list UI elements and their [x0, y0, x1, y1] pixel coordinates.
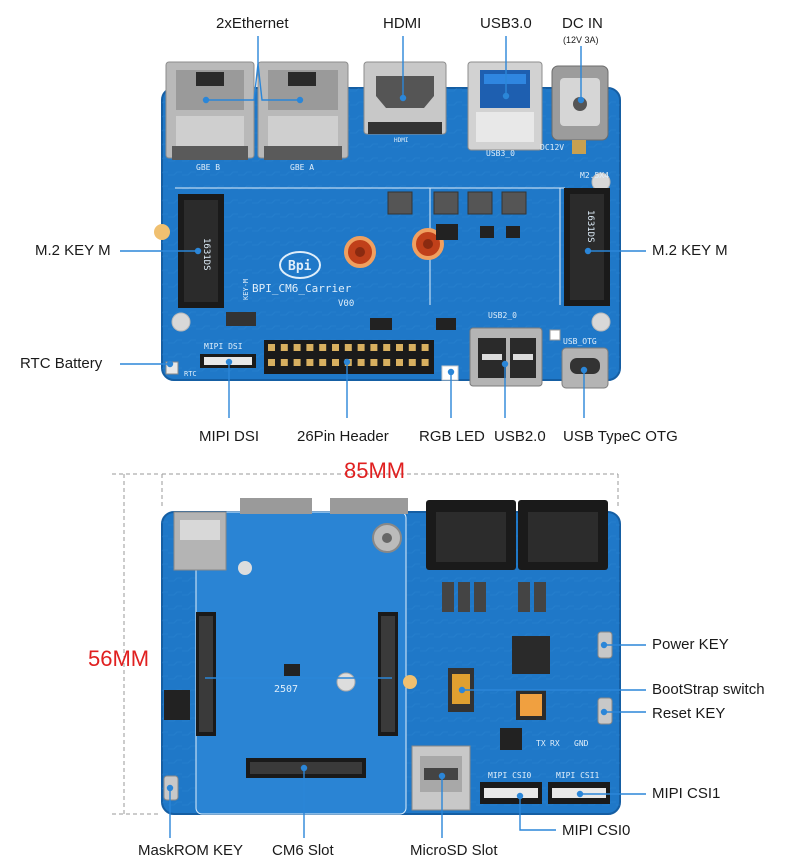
header-pin	[357, 359, 365, 366]
silk-usb2-0: USB2_0	[488, 311, 517, 320]
label-rtc-battery: RTC Battery	[20, 355, 103, 372]
silk-key-m: KEY-M	[242, 279, 250, 300]
header-pin	[370, 344, 378, 351]
header-pin	[396, 359, 403, 366]
silk-gbe-b: GBE B	[196, 163, 220, 172]
label-rgb-led: RGB LED	[419, 428, 485, 445]
dimension-width: 85MM	[344, 458, 406, 483]
silk-chip-left: 1631DS	[201, 238, 211, 271]
dimension-lines	[112, 473, 619, 815]
silk-tx: TX	[536, 739, 546, 748]
header-pin	[306, 344, 314, 351]
dimension-height: 56MM	[88, 646, 150, 671]
header-pin	[293, 344, 301, 351]
silk-bottom-code: 2507	[274, 684, 298, 695]
pin-header-26	[264, 340, 434, 374]
label-hdmi: HDMI	[383, 15, 422, 32]
silk-usb3-0: USB3_0	[486, 149, 515, 158]
m2-slot-right	[564, 188, 610, 306]
header-pin	[293, 359, 301, 366]
ethernet-bottom-left	[426, 500, 516, 570]
bottom-board	[161, 498, 621, 815]
silk-logo: Bpi	[288, 259, 312, 274]
label-usb2: USB2.0	[494, 428, 546, 445]
header-pin	[421, 344, 429, 351]
header-pin	[396, 344, 403, 351]
label-2x-ethernet: 2xEthernet	[216, 15, 289, 32]
pointer-lines	[120, 36, 646, 838]
label-26pin-header: 26Pin Header	[297, 428, 389, 445]
bpi-logo	[279, 251, 321, 279]
silk-board-name: BPI_CM6_Carrier	[252, 282, 352, 295]
label-reset-key: Reset KEY	[652, 705, 726, 722]
ethernet-bottom-right	[518, 500, 608, 570]
header-pin	[383, 344, 391, 351]
top-silkscreen: GBE B GBE A HDMI USB3_0 DC12V M2.5X4 BPI…	[184, 137, 609, 378]
silk-gnd: GND	[574, 739, 589, 748]
silk-gbe-a: GBE A	[290, 163, 314, 172]
label-dc-in: DC IN	[562, 15, 603, 32]
bottom-silkscreen: 2507 TX RX GND MIPI CSI0 MIPI CSI1	[274, 684, 600, 780]
silk-chip-right: 1631DS	[585, 210, 595, 243]
label-mipi-dsi: MIPI DSI	[199, 428, 260, 445]
header-pin	[383, 359, 391, 366]
silk-hdmi: HDMI	[394, 137, 409, 144]
label-mipi-csi0: MIPI CSI0	[562, 822, 631, 839]
silk-rx: RX	[550, 739, 560, 748]
label-bootstrap-switch: BootStrap switch	[652, 681, 765, 698]
silk-mipi-dsi: MIPI DSI	[204, 342, 243, 351]
silk-m2-5x4: M2.5X4	[580, 171, 609, 180]
label-dc-in-spec: (12V 3A)	[563, 35, 599, 45]
silk-version: V00	[338, 299, 354, 309]
header-pin	[306, 359, 314, 366]
header-pin	[408, 359, 416, 366]
label-m2-left: M.2 KEY M	[35, 242, 111, 259]
header-pin	[319, 359, 327, 366]
header-pin	[268, 344, 275, 351]
header-pin	[332, 359, 339, 366]
header-pin	[280, 359, 288, 366]
header-pin	[344, 344, 352, 351]
label-microsd-slot: MicroSD Slot	[410, 842, 498, 859]
label-cm6-slot: CM6 Slot	[272, 842, 334, 859]
label-usb3: USB3.0	[480, 15, 532, 32]
header-pin	[332, 344, 339, 351]
label-mipi-csi1: MIPI CSI1	[652, 785, 721, 802]
silk-rtc: RTC	[184, 370, 197, 378]
header-pin	[408, 344, 416, 351]
ethernet-port-b	[165, 61, 255, 160]
label-usb-typec-otg: USB TypeC OTG	[563, 428, 678, 445]
header-pin	[370, 359, 378, 366]
label-power-key: Power KEY	[652, 636, 729, 653]
header-pin	[357, 344, 365, 351]
label-maskrom-key: MaskROM KEY	[138, 842, 244, 859]
silk-dc12v: DC12V	[540, 143, 564, 152]
header-pin	[280, 344, 288, 351]
ethernet-port-a	[257, 61, 349, 160]
header-pin	[268, 359, 275, 366]
usb3-port	[467, 61, 543, 151]
header-pin	[319, 344, 327, 351]
top-board	[154, 61, 621, 389]
silk-mipi-csi0: MIPI CSI0	[488, 771, 532, 780]
silk-usb-otg: USB_OTG	[563, 337, 597, 346]
silk-mipi-csi1: MIPI CSI1	[556, 771, 600, 780]
usb2-port	[469, 327, 543, 387]
header-pin	[421, 359, 429, 366]
label-m2-right: M.2 KEY M	[652, 242, 728, 259]
